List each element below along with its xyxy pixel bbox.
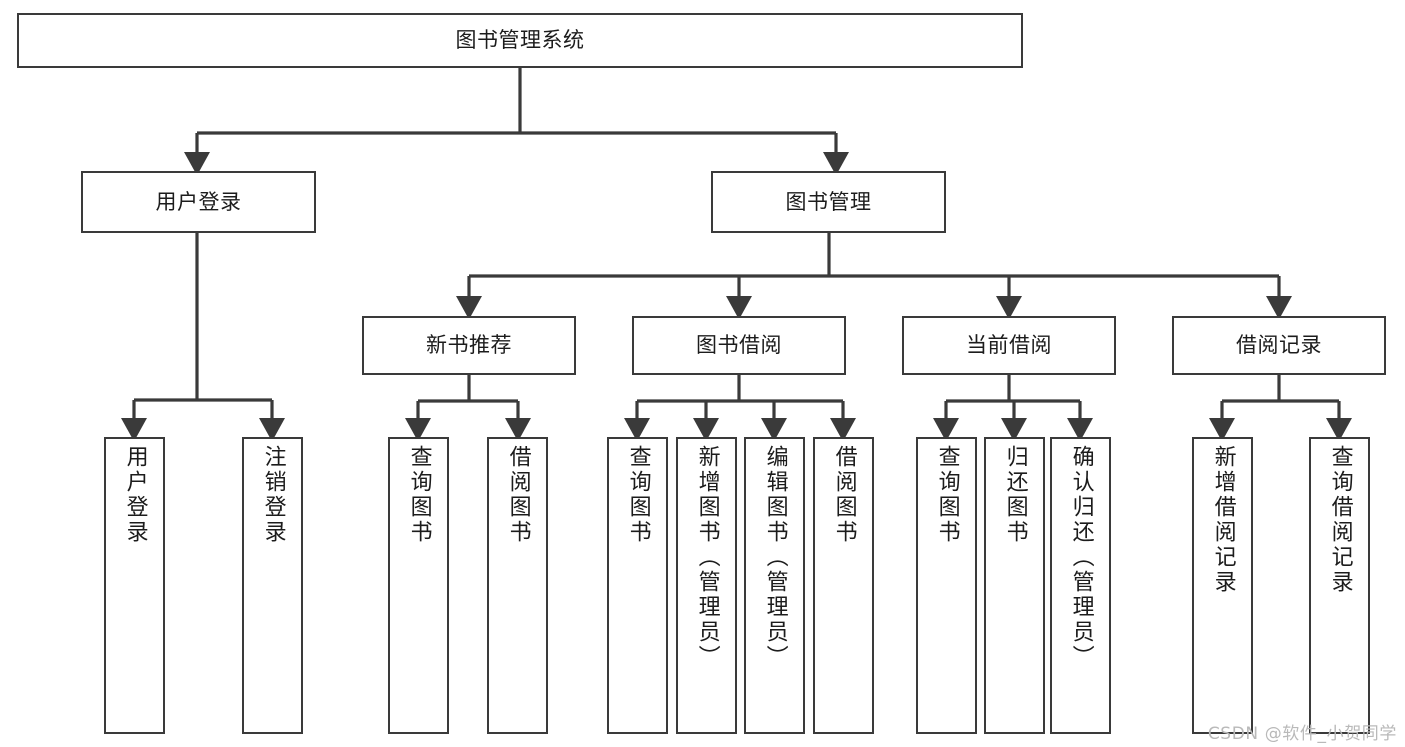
node-label: 新增图书（管理员）: [694, 445, 720, 670]
leaf-add-book[interactable]: 新增图书（管理员）: [676, 437, 737, 734]
leaf-add-borrow-record[interactable]: 新增借阅记录: [1192, 437, 1253, 734]
node-label: 图书管理系统: [455, 28, 585, 53]
leaf-borrow-book-recommend[interactable]: 借阅图书: [487, 437, 548, 734]
node-label: 用户登录: [155, 189, 242, 214]
node-label: 图书管理: [785, 189, 872, 214]
node-label: 借阅图书: [505, 445, 531, 545]
node-label: 注销登录: [260, 445, 286, 545]
leaf-query-book-current[interactable]: 查询图书: [916, 437, 977, 734]
leaf-query-borrow-record[interactable]: 查询借阅记录: [1309, 437, 1370, 734]
node-label: 编辑图书（管理员）: [762, 445, 788, 670]
node-label: 查询图书: [406, 445, 432, 545]
node-book-borrow[interactable]: 图书借阅: [632, 316, 846, 375]
node-label: 新书推荐: [426, 333, 512, 358]
node-label: 查询图书: [934, 445, 960, 545]
node-label: 查询图书: [625, 445, 651, 545]
node-book-manage[interactable]: 图书管理: [711, 171, 946, 233]
node-label: 用户登录: [122, 445, 148, 545]
node-root-book-management-system[interactable]: 图书管理系统: [17, 13, 1023, 68]
leaf-query-book-borrow[interactable]: 查询图书: [607, 437, 668, 734]
node-label: 归还图书: [1002, 445, 1028, 545]
leaf-user-login[interactable]: 用户登录: [104, 437, 165, 734]
leaf-confirm-return[interactable]: 确认归还（管理员）: [1050, 437, 1111, 734]
node-label: 图书借阅: [696, 333, 782, 358]
node-label: 借阅记录: [1236, 333, 1322, 358]
node-user-login[interactable]: 用户登录: [81, 171, 316, 233]
node-label: 当前借阅: [966, 333, 1052, 358]
node-borrow-record[interactable]: 借阅记录: [1172, 316, 1386, 375]
node-current-borrow[interactable]: 当前借阅: [902, 316, 1116, 375]
leaf-user-logout[interactable]: 注销登录: [242, 437, 303, 734]
node-label: 确认归还（管理员）: [1068, 445, 1094, 670]
leaf-edit-book[interactable]: 编辑图书（管理员）: [744, 437, 805, 734]
node-label: 查询借阅记录: [1327, 445, 1353, 595]
csdn-watermark: CSDN @软件_小贺同学: [1207, 724, 1397, 744]
leaf-query-book-recommend[interactable]: 查询图书: [388, 437, 449, 734]
leaf-return-book[interactable]: 归还图书: [984, 437, 1045, 734]
node-label: 新增借阅记录: [1210, 445, 1236, 595]
node-label: 借阅图书: [831, 445, 857, 545]
node-new-book-recommend[interactable]: 新书推荐: [362, 316, 576, 375]
leaf-borrow-book[interactable]: 借阅图书: [813, 437, 874, 734]
